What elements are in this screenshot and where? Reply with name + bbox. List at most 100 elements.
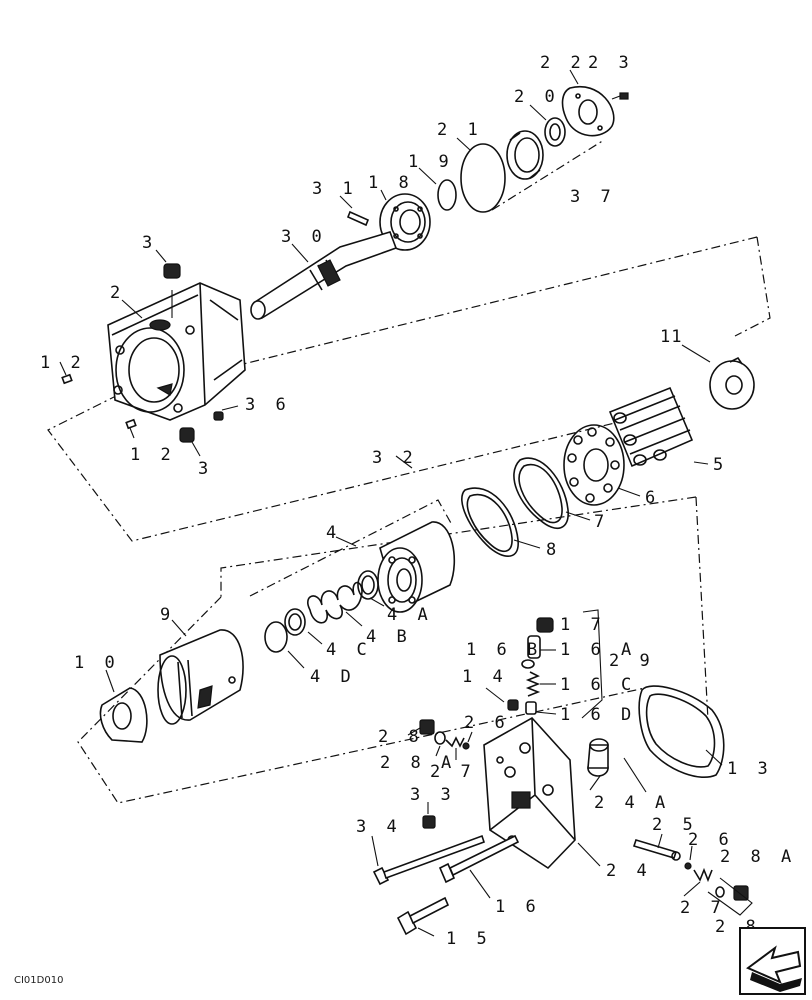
brake-housing-9	[157, 629, 244, 725]
callout-16A: 1 6 A	[560, 640, 636, 660]
callout-16D: 1 6 D	[560, 705, 636, 725]
callout-21: 2 1	[437, 120, 483, 140]
diagram-code: CI01D010	[14, 975, 63, 986]
callout-28A-right: 2 8 A	[720, 847, 796, 867]
bolt-15	[396, 896, 450, 936]
spring-16C	[525, 671, 541, 697]
sleeve-24A	[587, 738, 609, 777]
snap-ring-19	[437, 179, 457, 211]
o-ring-21	[460, 143, 506, 213]
callout-4D: 4 D	[310, 667, 356, 687]
plug-14	[507, 699, 519, 711]
bolt-16	[438, 834, 520, 884]
callout-19: 1 9	[408, 152, 454, 172]
callout-33: 3 3	[410, 785, 456, 805]
callout-16C: 1 6 C	[560, 675, 636, 695]
gasket-13	[638, 685, 725, 779]
seal-20	[544, 117, 566, 147]
callout-9: 9	[160, 605, 175, 625]
leader-lines	[59, 69, 753, 937]
callout-12-bottom: 1 2	[130, 445, 176, 465]
next-page-arrow-icon[interactable]	[739, 927, 806, 995]
valve-block-24	[483, 716, 576, 870]
callout-16B: 1 6 B	[466, 640, 542, 660]
fitting-28-left	[419, 719, 435, 735]
plug-36	[213, 411, 224, 421]
callout-6: 6	[645, 488, 660, 508]
spool-16A	[527, 635, 541, 659]
callout-20: 2 0	[514, 87, 560, 107]
callout-24: 2 4	[606, 861, 652, 881]
end-plate-10	[99, 687, 148, 743]
callout-28-left: 2 8	[378, 727, 424, 747]
callout-16: 1 6	[495, 897, 541, 917]
callout-17: 1 7	[560, 615, 606, 635]
callout-27-left: 2 7	[430, 762, 476, 782]
callout-24A: 2 4 A	[594, 793, 670, 813]
callout-26-left: 2 6	[464, 713, 510, 733]
ball-26-right	[684, 862, 692, 870]
callout-31: 3 1	[312, 179, 358, 199]
callout-3-bottom: 3	[198, 459, 213, 479]
callout-26-right: 2 6	[688, 830, 734, 850]
callout-23: 2 3	[588, 53, 634, 73]
washer-4C	[284, 608, 306, 636]
callout-28A-left: 2 8 A	[380, 753, 456, 773]
callout-3-top: 3	[142, 233, 157, 253]
key-31	[346, 210, 370, 227]
callout-14: 1 4	[462, 667, 508, 687]
poppet-25	[632, 839, 681, 861]
callout-13: 1 3	[727, 759, 773, 779]
friction-disc-7	[513, 457, 569, 530]
callout-15: 1 5	[446, 929, 492, 949]
housing-2	[107, 282, 246, 421]
callout-4C: 4 C	[326, 640, 372, 660]
callout-12-top: 1 2	[40, 353, 86, 373]
bolt-34	[372, 834, 486, 886]
callout-labels: 2 2 2 3 2 0 2 1 1 9 1 8 3 1 3 7 3 0 3 2 …	[40, 53, 796, 949]
ball-26-left	[462, 742, 470, 750]
spring-4B	[307, 581, 363, 624]
shaft-30	[250, 231, 398, 320]
callout-27-right: 2 7	[680, 898, 726, 918]
pistons-5	[608, 386, 694, 468]
callout-10: 1 0	[74, 653, 120, 673]
callout-34: 3 4	[356, 817, 402, 837]
pin-12-bottom	[125, 418, 137, 430]
o-ring-28A-left	[434, 731, 446, 745]
callout-4B: 4 B	[366, 627, 412, 647]
callout-25: 2 5	[652, 815, 698, 835]
screw-23	[611, 92, 629, 100]
callout-22: 2 2	[540, 53, 586, 73]
o-ring-28A-right	[715, 886, 725, 898]
retainer-plate-6	[563, 424, 625, 506]
bearing-18	[379, 193, 431, 251]
plug-17	[536, 617, 554, 633]
callout-2: 2	[110, 283, 125, 303]
callout-4A: 4 A	[387, 605, 433, 625]
separator-plate-8	[461, 487, 519, 557]
seal-ring-37	[506, 130, 544, 180]
callout-29: 2 9	[609, 651, 655, 671]
washer-4A	[357, 570, 379, 600]
pin-12-top	[61, 373, 73, 385]
callout-7: 7	[594, 512, 609, 532]
plug-33	[422, 815, 436, 829]
callout-32: 3 2	[372, 448, 418, 468]
spring-27-right	[693, 867, 713, 883]
plug-3-bottom	[179, 427, 195, 443]
valve-16D	[525, 701, 537, 715]
callout-11: 11	[660, 327, 682, 347]
plug-3-top	[163, 263, 181, 279]
callout-18: 1 8	[368, 173, 414, 193]
callout-8: 8	[546, 540, 561, 560]
seal-plate-22	[561, 85, 615, 137]
spring-27-left	[445, 736, 465, 748]
callout-37: 3 7	[570, 187, 616, 207]
snap-ring-4D	[264, 621, 288, 653]
callout-5: 5	[713, 455, 728, 475]
grouping-lines	[47, 139, 771, 804]
o-ring-16B	[521, 659, 535, 669]
callout-30: 3 0	[281, 227, 327, 247]
